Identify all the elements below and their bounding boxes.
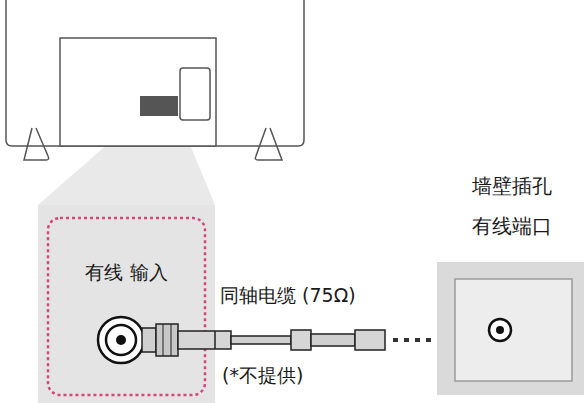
cable-label: 同轴电缆 (75Ω) [218,283,358,309]
tv-port-block [140,96,178,116]
input-panel: 有线 输入 [38,205,215,403]
coax-cable [215,330,433,350]
input-panel-art [38,205,215,403]
cable [231,336,291,344]
note-label: (*不提供) [220,363,305,389]
wall-plate-art [437,262,584,395]
plug-sleeve [215,331,231,349]
connector-end [355,330,385,350]
tv-body [6,0,304,146]
wall-port-heading: 墙壁插孔 有线端口 [462,166,562,246]
cable-dots [393,338,433,342]
tv-stand-left [24,128,49,160]
connector-body [291,330,311,350]
tv-side-cover [180,68,210,120]
cable [311,334,355,346]
tv-back-panel [60,38,216,146]
wall-plate: 墙壁插孔 有线端口 [437,262,584,395]
tv-stand-right [255,128,282,160]
panel-label: 有线 输入 [38,260,215,286]
